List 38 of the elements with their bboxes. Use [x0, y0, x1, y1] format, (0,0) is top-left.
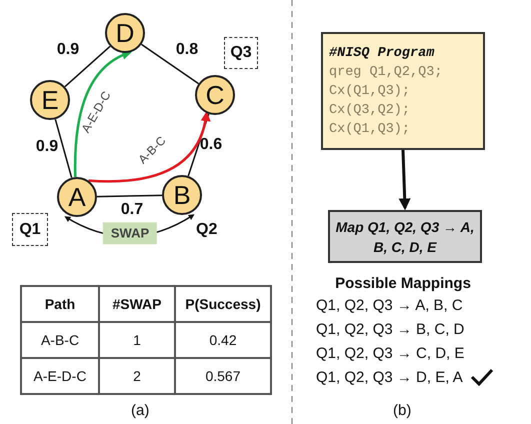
table-cell: A-B-C [21, 322, 99, 358]
connector-line [141, 44, 199, 84]
table-cell: A-E-D-C [21, 358, 99, 394]
connector-line [96, 194, 162, 198]
header-cell: Path [21, 286, 99, 322]
code-line: Cx(Q1,Q3); [329, 120, 412, 138]
arrow [398, 150, 411, 210]
edge-weight: 0.9 [56, 40, 80, 60]
mapping-text: Q1, Q2, Q3 → A, B, C [316, 296, 463, 316]
qubit-label-box: Q3 [224, 37, 258, 69]
code-line: Cx(Q1,Q3); [329, 82, 412, 100]
code-line: Cx(Q3,Q2); [329, 102, 412, 120]
table-cell: 2 [99, 358, 175, 394]
header-cell: P(Success) [175, 286, 271, 322]
code-line: qreg Q1,Q2,Q3; [329, 64, 444, 82]
program-box [321, 32, 485, 150]
edge-weight: 0.9 [36, 137, 58, 157]
panel-caption: (a) [131, 401, 150, 421]
panel-caption: (b) [393, 401, 412, 421]
arrow [74, 50, 132, 178]
header-cell: #SWAP [99, 286, 175, 322]
mapping-text: Q1, Q2, Q3 → B, C, D [316, 320, 464, 340]
mapping-box: Map Q1, Q2, Q3 → A, B, C, D, E [328, 210, 482, 263]
edge-weight: 0.8 [176, 40, 198, 60]
table-cell: 0.42 [175, 322, 271, 358]
table-cell: 0.567 [175, 358, 271, 394]
connector-line [54, 119, 72, 178]
swap-label: SWAP [102, 222, 158, 244]
edge-weight: 0.7 [120, 200, 144, 220]
mapping-text: Q1, Q2, Q3 → D, E, A [316, 368, 463, 388]
section-heading: Possible Mappings [335, 274, 471, 294]
connector-line [64, 46, 111, 88]
mapping-text: Q1, Q2, Q3 → C, D, E [316, 344, 464, 364]
qubit-label-box: Q1 [12, 213, 48, 246]
program-title: #NISQ Program [329, 44, 436, 62]
table-cell: 1 [99, 322, 175, 358]
edge-weight: 0.6 [200, 135, 222, 155]
qubit-label: Q2 [196, 220, 218, 240]
